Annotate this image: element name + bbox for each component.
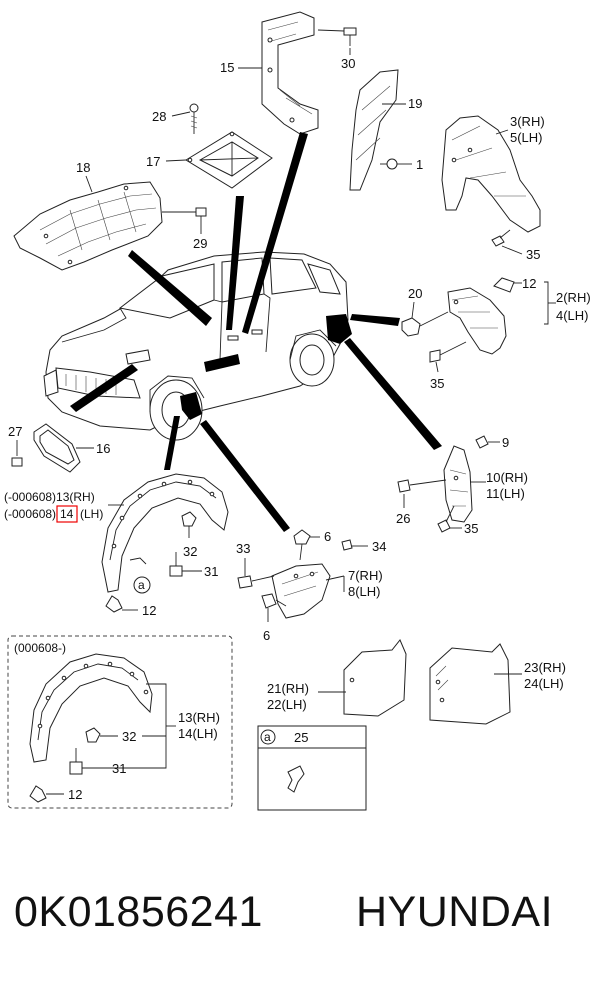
callout-14-top-prefix: (-000608) xyxy=(4,507,56,521)
callout-7rh: 7(RH) xyxy=(348,568,383,583)
callout-12b: 12 xyxy=(142,603,156,618)
callout-a-top: a xyxy=(138,578,145,592)
bracket-10-11 xyxy=(443,445,473,523)
bolt-28 xyxy=(189,103,199,134)
callout-16: 16 xyxy=(96,441,110,456)
callout-14-top-suffix: (LH) xyxy=(80,507,103,521)
callout-32b: 32 xyxy=(122,729,136,744)
vehicle-illustration xyxy=(43,251,352,441)
callout-29: 29 xyxy=(193,236,207,251)
callout-35a: 35 xyxy=(526,247,540,262)
legend-25: 25 xyxy=(294,730,308,745)
clip-12a xyxy=(493,277,515,293)
bolt-26 xyxy=(397,479,447,508)
skid-plate-18 xyxy=(13,181,163,271)
callout-2rh: 2(RH) xyxy=(556,290,591,305)
clip-6b xyxy=(261,593,287,622)
callout-10rh: 10(RH) xyxy=(486,470,528,485)
bolt-29 xyxy=(162,207,207,234)
inset-box xyxy=(7,635,233,809)
callout-31b: 31 xyxy=(112,761,126,776)
callout-5lh: 5(LH) xyxy=(510,130,543,145)
callout-22lh: 22(LH) xyxy=(267,697,307,712)
screw-33 xyxy=(237,558,275,589)
callout-3rh: 3(RH) xyxy=(510,114,545,129)
screw-31a xyxy=(169,552,202,577)
callout-30: 30 xyxy=(341,56,355,71)
fender-liner-inset xyxy=(29,653,153,763)
callout-8lh: 8(LH) xyxy=(348,584,381,599)
clip-34 xyxy=(341,539,353,551)
leader-wedges xyxy=(70,132,442,532)
bolt-35b xyxy=(429,341,467,373)
wheel-shield-2-4 xyxy=(447,287,507,355)
callout-12a: 12 xyxy=(522,276,536,291)
callout-4lh: 4(LH) xyxy=(556,308,589,323)
callout-17: 17 xyxy=(146,154,160,169)
ref-a-top xyxy=(129,557,151,594)
callout-6a: 6 xyxy=(324,529,331,544)
callout-15: 15 xyxy=(220,60,234,75)
screw-31b xyxy=(69,748,108,775)
nut-32b xyxy=(85,727,118,743)
clip-9 xyxy=(475,435,489,449)
clip-1 xyxy=(380,158,398,170)
part-number: 0K01856241 xyxy=(14,888,263,936)
callout-24lh: 24(LH) xyxy=(524,676,564,691)
splash-guard-19 xyxy=(349,69,399,191)
callout-14lh: 14(LH) xyxy=(178,726,218,741)
inset-title: (000608-) xyxy=(14,641,66,655)
bracket-15 xyxy=(261,11,319,135)
callout-12c: 12 xyxy=(68,787,82,802)
brand-name: HYUNDAI xyxy=(356,888,554,936)
callout-34: 34 xyxy=(372,539,386,554)
callout-19: 19 xyxy=(408,96,422,111)
mud-flap-7-8 xyxy=(271,563,331,619)
seal-16 xyxy=(33,423,81,473)
callout-35c: 35 xyxy=(464,521,478,536)
callout-26: 26 xyxy=(396,511,410,526)
plate-17 xyxy=(185,131,273,189)
mud-flap-21-22 xyxy=(343,639,407,717)
nut-32a xyxy=(181,511,197,538)
legend-box xyxy=(257,725,367,811)
callout-13-top: (-000608)13(RH) xyxy=(4,490,95,504)
callout-11lh: 11(LH) xyxy=(486,486,525,501)
screw-27 xyxy=(11,440,23,467)
clip-6a xyxy=(293,529,311,561)
callout-6b: 6 xyxy=(263,628,270,643)
callout-1: 1 xyxy=(416,157,423,172)
callout-13rh: 13(RH) xyxy=(178,710,220,725)
wheel-shield-3-5 xyxy=(441,115,541,233)
callout-35b: 35 xyxy=(430,376,444,391)
callout-20: 20 xyxy=(408,286,422,301)
screw-30 xyxy=(317,27,357,46)
callout-31a: 31 xyxy=(204,564,218,579)
highlight-box xyxy=(56,505,78,523)
nut-20 xyxy=(401,301,449,337)
mud-flap-23-24 xyxy=(429,643,511,725)
parts-diagram: 30 15 19 1 3(RH) 5(LH) 35 28 1 xyxy=(4,11,591,811)
callout-14-top-number: 14 xyxy=(60,507,74,521)
legend-a: a xyxy=(264,730,271,744)
callout-21rh: 21(RH) xyxy=(267,681,309,696)
fender-liner-top xyxy=(101,473,229,593)
bolt-35a xyxy=(491,229,511,247)
callout-18: 18 xyxy=(76,160,90,175)
callout-33: 33 xyxy=(236,541,250,556)
callout-32a: 32 xyxy=(183,544,197,559)
callout-23rh: 23(RH) xyxy=(524,660,566,675)
clip-12c xyxy=(29,785,64,803)
callout-9: 9 xyxy=(502,435,509,450)
clip-12b xyxy=(105,595,138,613)
callout-28: 28 xyxy=(152,109,166,124)
callout-27: 27 xyxy=(8,424,22,439)
